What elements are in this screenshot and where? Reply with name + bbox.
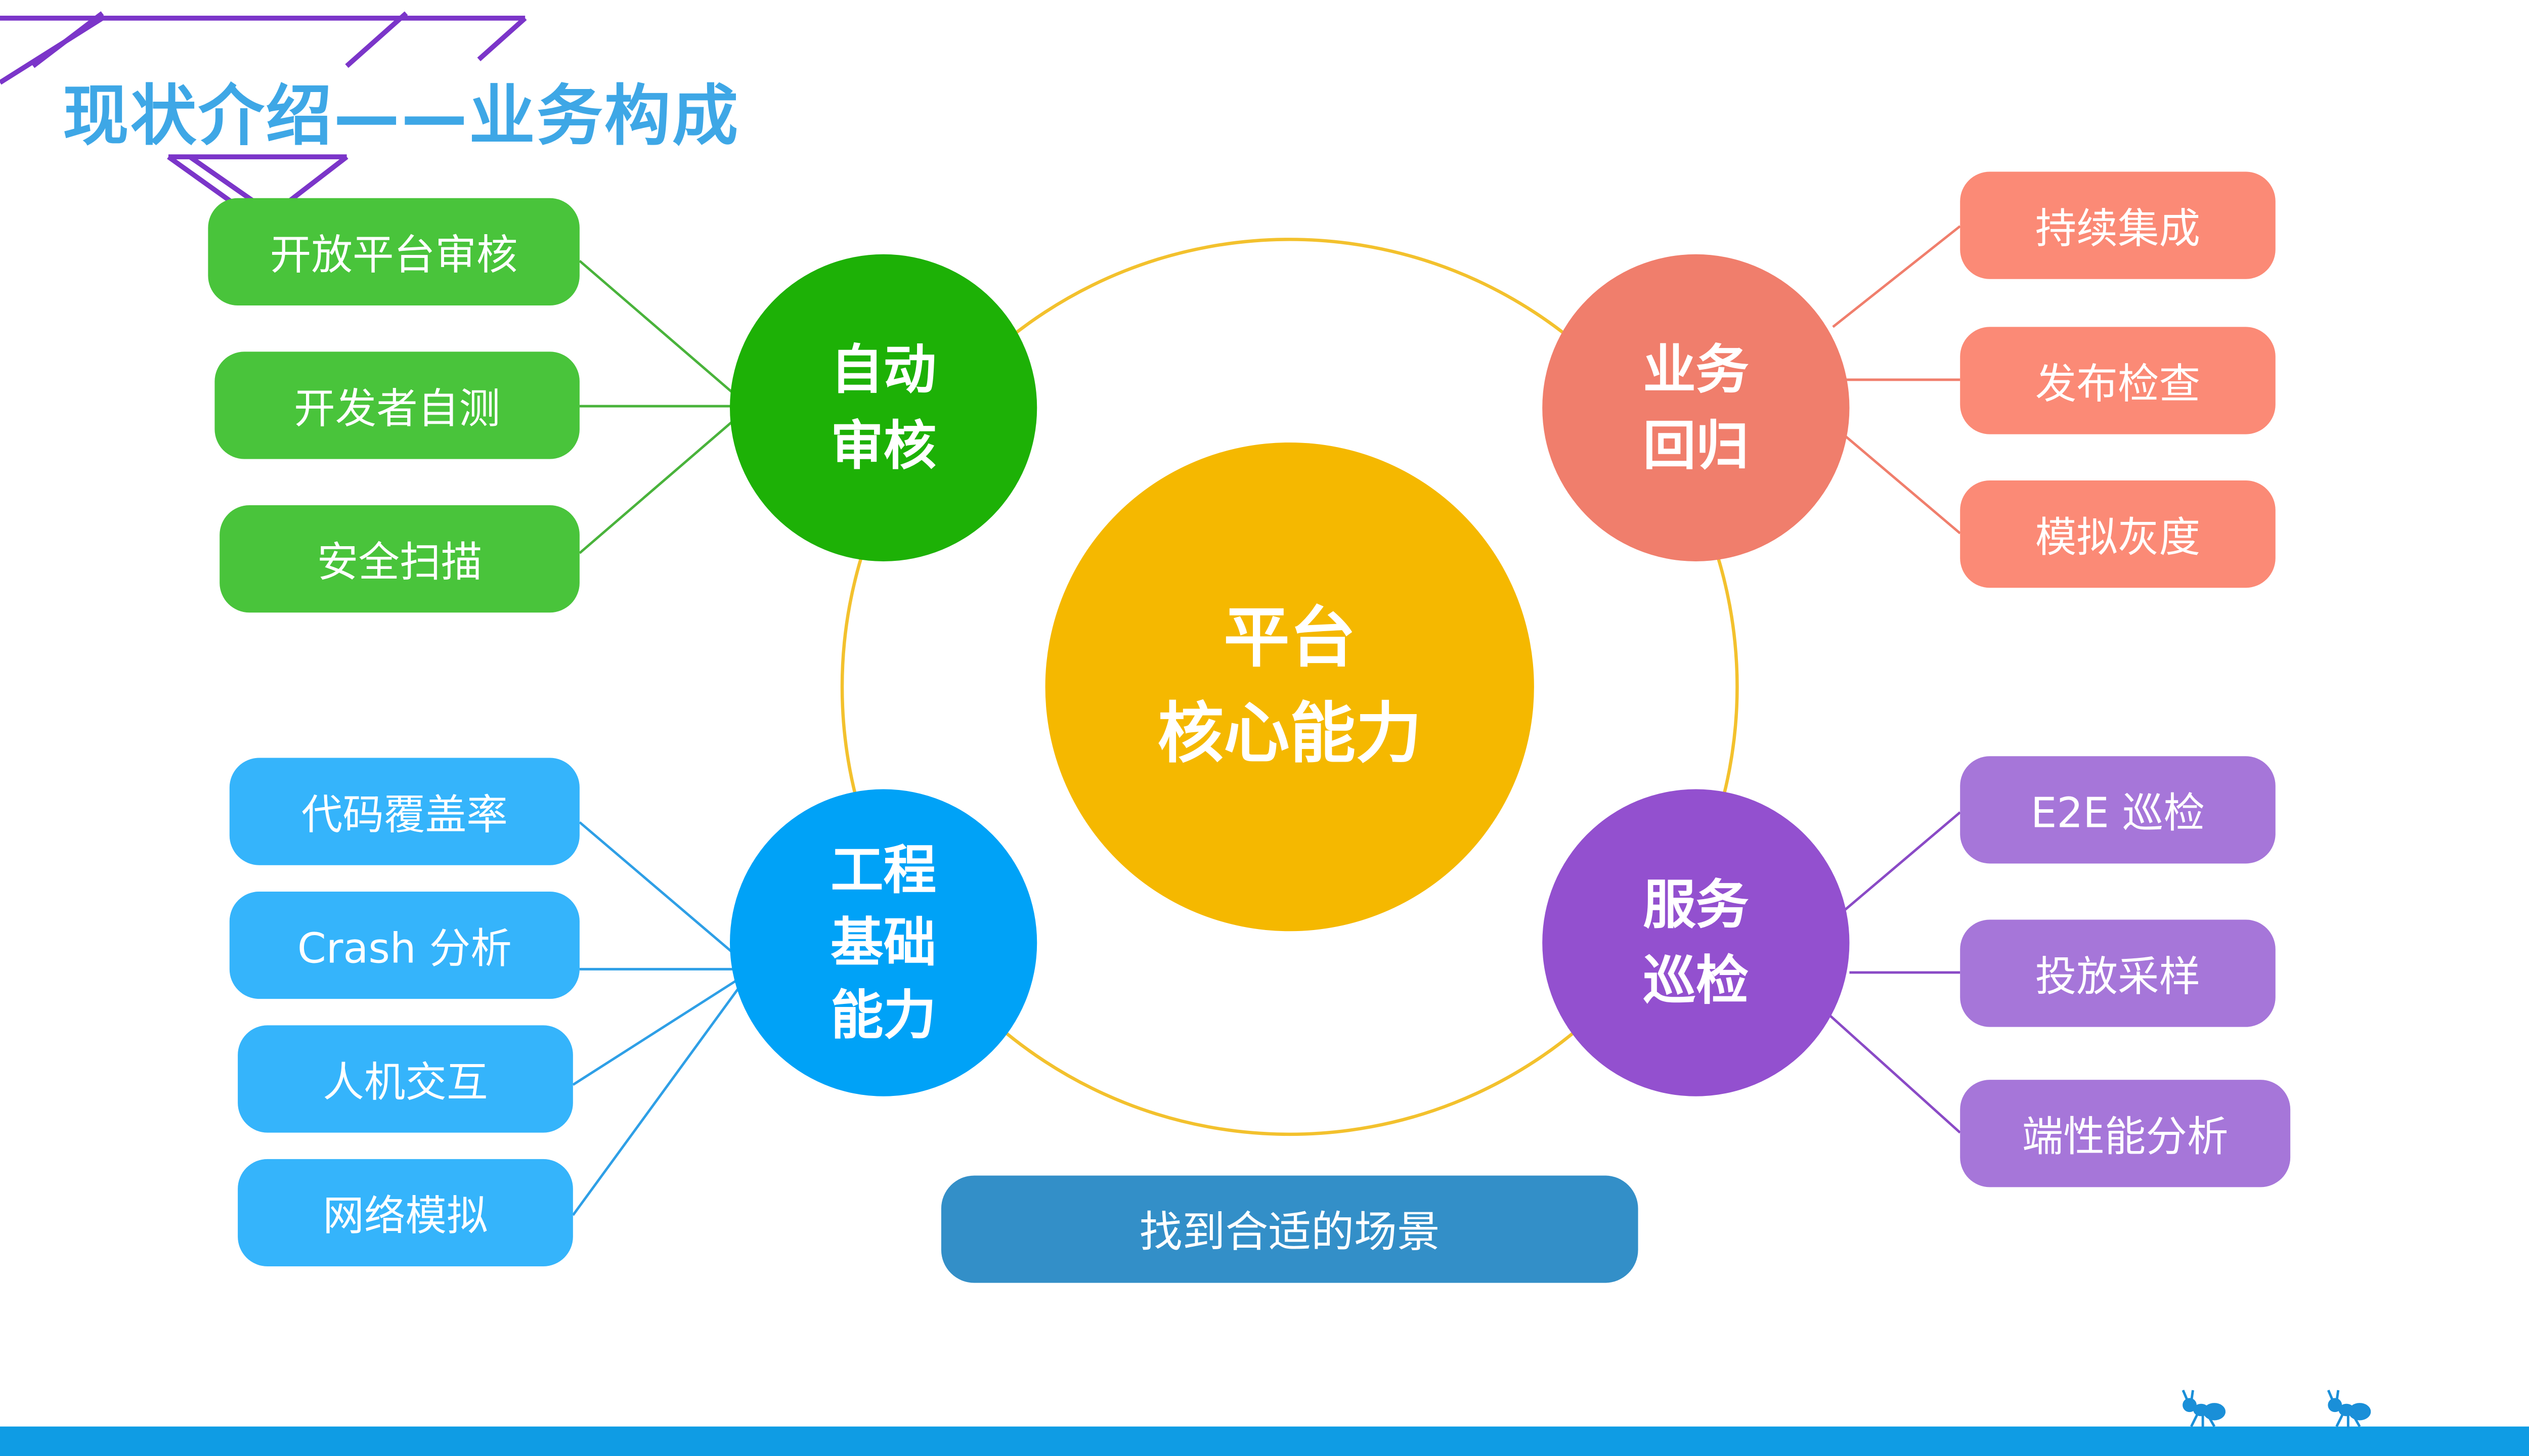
blue-connectors: [572, 821, 748, 1216]
ant-icon: [2327, 1389, 2371, 1428]
auto-review-item: 安全扫描: [220, 505, 580, 613]
core-ring: [840, 238, 1739, 1136]
auto-review-label-line2: 审核: [831, 414, 937, 477]
salmon-connectors: [1832, 225, 1961, 535]
footer-bar: [0, 1426, 2529, 1456]
scene-label: 找到合适的场景: [941, 1175, 1638, 1283]
regression-node: 业务 回归: [1542, 254, 1850, 561]
engineering-node: 工程 基础 能力: [729, 789, 1037, 1096]
inspection-item: E2E 巡检: [1960, 756, 2276, 864]
auto-review-label-line1: 自动: [831, 338, 937, 402]
inspection-label-line1: 服务: [1643, 873, 1749, 937]
page-title: 现状介绍——业务构成: [63, 79, 740, 155]
inspection-item: 端性能分析: [1960, 1080, 2291, 1187]
inspection-item: 投放采样: [1960, 919, 2276, 1027]
engineering-label-line3: 能力: [831, 984, 937, 1047]
ant-icon: [2182, 1389, 2226, 1428]
engineering-item: 代码覆盖率: [229, 758, 580, 865]
core-label-line2: 核心能力: [1157, 696, 1422, 773]
core-label-line1: 平台: [1224, 601, 1356, 677]
regression-item: 模拟灰度: [1960, 480, 2276, 588]
regression-label-line1: 业务: [1643, 338, 1749, 402]
engineering-item: 人机交互: [238, 1025, 573, 1133]
auto-review-item: 开发者自测: [214, 351, 580, 459]
engineering-label-line1: 工程: [831, 839, 937, 902]
core-capability-node: 平台 核心能力: [1045, 442, 1534, 932]
engineering-label-line2: 基础: [831, 911, 937, 975]
auto-review-item: 开放平台审核: [208, 198, 580, 305]
engineering-item: Crash 分析: [229, 891, 580, 999]
regression-label-line2: 回归: [1643, 414, 1749, 477]
decor-lines: [0, 11, 527, 225]
purple-connectors: [1827, 811, 1961, 1134]
green-connectors: [579, 259, 748, 554]
regression-item: 持续集成: [1960, 171, 2276, 279]
inspection-label-line2: 巡检: [1643, 949, 1749, 1012]
regression-item: 发布检查: [1960, 327, 2276, 434]
inspection-node: 服务 巡检: [1542, 789, 1850, 1096]
engineering-item: 网络模拟: [238, 1159, 573, 1267]
auto-review-node: 自动 审核: [729, 254, 1037, 561]
